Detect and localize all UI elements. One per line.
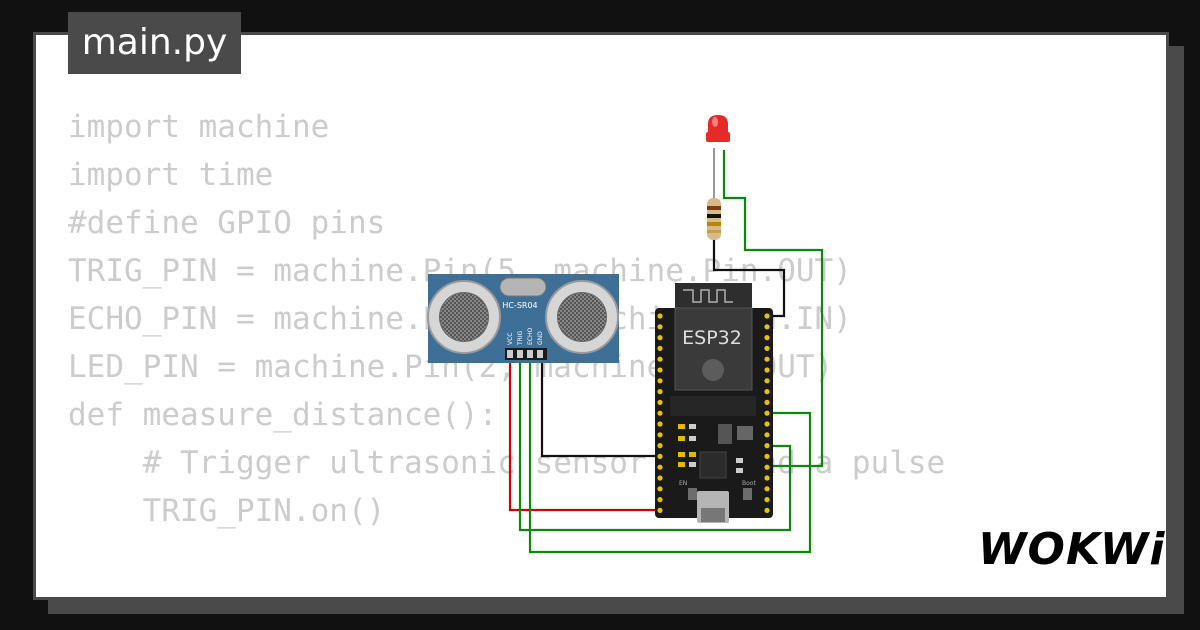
header-pin[interactable]	[657, 324, 663, 330]
header-pin[interactable]	[764, 410, 770, 416]
header-pin[interactable]	[657, 389, 663, 395]
code-line: import time	[68, 157, 274, 193]
header-pin[interactable]	[764, 464, 770, 470]
header-pin[interactable]	[764, 378, 770, 384]
header-pin[interactable]	[764, 497, 770, 503]
code-line: TRIG_PIN.on()	[68, 493, 386, 529]
header-pin[interactable]	[764, 443, 770, 449]
ultrasonic-sensor[interactable]: HC-SR04 VCC TRIG ECHO GND	[427, 274, 619, 363]
header-pin[interactable]	[657, 378, 663, 384]
pin-header-right	[764, 313, 770, 513]
boot-label: Boot	[742, 480, 756, 487]
header-pin[interactable]	[657, 497, 663, 503]
header-pin[interactable]	[657, 507, 663, 513]
file-tab[interactable]: main.py	[68, 12, 241, 74]
header-pin[interactable]	[764, 367, 770, 373]
code-line: import machine	[68, 109, 330, 145]
esp32-board[interactable]: ESP32 EN Boot	[655, 283, 773, 523]
esp32-label: ESP32	[682, 327, 742, 349]
wire-echo	[528, 356, 812, 554]
header-pin[interactable]	[764, 486, 770, 492]
wire-gnd	[540, 356, 660, 458]
wire-led-anode	[722, 150, 824, 468]
header-pin[interactable]	[764, 389, 770, 395]
en-label: EN	[679, 480, 687, 487]
wire-resistor-gnd	[712, 240, 786, 318]
header-pin[interactable]	[764, 335, 770, 341]
header-pin[interactable]	[657, 432, 663, 438]
header-pin[interactable]	[764, 453, 770, 459]
code-line: # Trigger ultrasonic sensor to send a pu…	[68, 445, 946, 481]
header-pin[interactable]	[657, 475, 663, 481]
pin-label-vcc: VCC	[507, 333, 514, 345]
header-pin[interactable]	[657, 486, 663, 492]
wires	[508, 148, 824, 554]
header-pin[interactable]	[657, 399, 663, 405]
component-leds	[678, 424, 743, 473]
header-pin[interactable]	[657, 453, 663, 459]
pin-header-left	[657, 313, 663, 513]
pin-label-gnd: GND	[537, 331, 544, 345]
sensor-label: HC-SR04	[502, 301, 537, 310]
header-pin[interactable]	[764, 399, 770, 405]
header-pin[interactable]	[764, 421, 770, 427]
header-pin[interactable]	[764, 356, 770, 362]
header-pin[interactable]	[764, 475, 770, 481]
code-line: def measure_distance():	[68, 397, 498, 433]
header-pin[interactable]	[657, 443, 663, 449]
code-line: #define GPIO pins	[68, 205, 386, 241]
header-pin[interactable]	[657, 367, 663, 373]
header-pin[interactable]	[657, 335, 663, 341]
header-pin[interactable]	[764, 432, 770, 438]
pin-label-trig: TRIG	[517, 330, 524, 346]
header-pin[interactable]	[764, 507, 770, 513]
header-pin[interactable]	[657, 313, 663, 319]
pin-label-echo: ECHO	[527, 328, 534, 345]
resistor[interactable]	[707, 198, 721, 240]
wire-vcc	[508, 356, 660, 512]
header-pin[interactable]	[764, 345, 770, 351]
header-pin[interactable]	[657, 345, 663, 351]
led[interactable]	[706, 115, 730, 142]
header-pin[interactable]	[764, 313, 770, 319]
header-pin[interactable]	[657, 464, 663, 470]
header-pin[interactable]	[657, 356, 663, 362]
wire-trig	[518, 356, 792, 532]
header-pin[interactable]	[657, 421, 663, 427]
header-pin[interactable]	[764, 324, 770, 330]
wokwi-logo: WOKWi	[978, 524, 1166, 575]
header-pin[interactable]	[657, 410, 663, 416]
